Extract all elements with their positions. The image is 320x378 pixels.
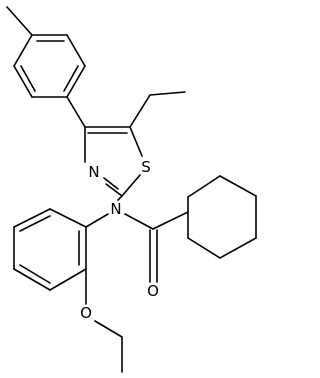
cyclohexanecarbonyl-group: O	[124, 175, 257, 300]
ethyl-group	[129, 91, 186, 128]
tolyl-ring-bond	[13, 34, 33, 67]
cyclohexane-bond	[219, 237, 257, 259]
thiazole-bond	[121, 174, 141, 197]
methyl-bond	[6, 6, 33, 36]
tolyl-thiazole-bond	[66, 96, 86, 128]
tolyl-ring-double-bond	[63, 65, 79, 92]
thiazole-nitrogen-label: N	[88, 163, 99, 181]
amide-nitrogen-label: N	[110, 200, 121, 218]
aryl-ring-double-bond	[19, 264, 51, 284]
aryl-ring-bond	[13, 268, 51, 291]
ether-oxygen-label: O	[80, 304, 92, 322]
thiazole-bond	[129, 126, 143, 157]
ethyl-bond	[149, 91, 186, 96]
amide-nitrogen-aryl-bond	[85, 213, 109, 228]
tolyl-ring-bond	[13, 65, 33, 98]
carbonyl-to-ring-bond	[152, 211, 189, 230]
ethyl-bond	[129, 94, 151, 128]
aryl-ring-double-bond	[19, 215, 51, 232]
thiazole-sulfur-label: S	[141, 158, 151, 176]
thiazole-double-bond	[103, 177, 119, 190]
amide-bond	[124, 213, 154, 230]
thiazole-ring: N S	[84, 126, 151, 197]
cyclohexane-bond	[187, 237, 221, 259]
thiazole-amide-nitrogen-bond	[117, 195, 123, 201]
aryl-ring-bond	[49, 268, 87, 291]
cyclohexane-bond	[219, 175, 257, 197]
aryl-ring-bond	[13, 208, 51, 228]
cyclohexane-bond	[187, 175, 221, 198]
aryl-ring-bond	[49, 208, 87, 228]
p-tolyl-group	[6, 6, 86, 98]
ethoxyphenyl-group: O	[13, 208, 123, 373]
carbonyl-oxygen-label: O	[147, 282, 159, 300]
tolyl-ring-bond	[66, 65, 86, 98]
tolyl-ring-double-bond	[20, 65, 36, 92]
tolyl-ring-bond	[66, 34, 86, 67]
thiazole-bond	[105, 183, 123, 197]
chemical-structure-diagram: N S N O O	[6, 6, 257, 373]
ethoxy-bond	[94, 320, 123, 338]
